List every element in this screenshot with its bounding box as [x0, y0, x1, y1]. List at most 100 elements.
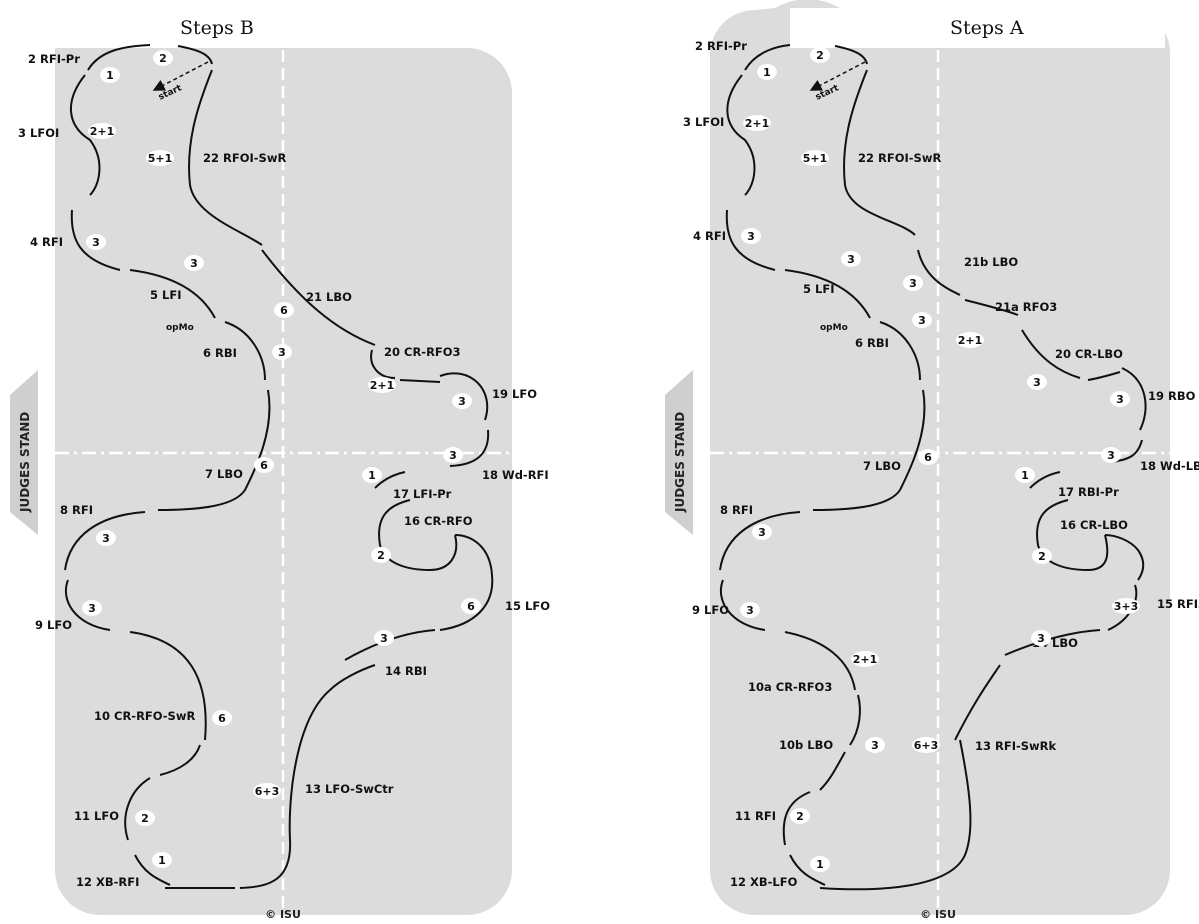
count-bubble: 6	[212, 710, 232, 726]
svg-text:5+1: 5+1	[148, 152, 173, 165]
judges-stand-tab-b	[10, 370, 38, 535]
svg-text:6: 6	[467, 600, 475, 613]
step-label: 9 LFO	[692, 603, 729, 617]
step-label: 18 Wd-RFI	[482, 468, 549, 482]
step-label: 5 LFI	[803, 282, 834, 296]
svg-text:3: 3	[918, 314, 926, 327]
count-bubble: 3	[1110, 391, 1130, 407]
svg-text:1: 1	[763, 66, 771, 79]
svg-text:6: 6	[218, 712, 226, 725]
svg-text:6: 6	[924, 451, 932, 464]
step-label: 7 LBO	[863, 459, 901, 473]
step-label: 17 RBI-Pr	[1058, 485, 1119, 499]
start-arrow-a	[809, 61, 866, 91]
count-bubble: 2	[790, 808, 810, 824]
svg-text:3: 3	[747, 230, 755, 243]
step-label: 10b LBO	[779, 738, 833, 752]
svg-text:2: 2	[377, 549, 385, 562]
step-labels-b: 2 RFI-Pr 3 LFOI 4 RFI 5 LFI opMo 6 RBI 7…	[18, 52, 550, 889]
svg-text:3: 3	[102, 532, 110, 545]
step-label: 2 RFI-Pr	[28, 52, 80, 66]
step-label: 11 LFO	[74, 809, 119, 823]
step-label: 20 CR-LBO	[1055, 347, 1123, 361]
count-bubble: 3	[1031, 630, 1051, 646]
count-bubble: 1	[152, 852, 172, 868]
count-bubble: 1	[362, 467, 382, 483]
count-bubble: 2+1	[88, 123, 116, 139]
step-label: 21a RFO3	[995, 300, 1057, 314]
step-label: 21 LBO	[306, 290, 352, 304]
step-label: 9 LFO	[35, 618, 72, 632]
step-label: 22 RFOI-SwR	[858, 151, 941, 165]
step-label: 20 CR-RFO3	[384, 345, 461, 359]
svg-text:6+3: 6+3	[255, 785, 280, 798]
step-label: 12 XB-LFO	[730, 875, 798, 889]
count-bubble: 6	[918, 449, 938, 465]
svg-text:3: 3	[278, 346, 286, 359]
svg-text:3: 3	[847, 253, 855, 266]
count-bubble: 3	[741, 228, 761, 244]
count-bubble: 3+3	[1112, 598, 1140, 614]
count-bubble: 2	[135, 810, 155, 826]
step-label: 13 RFI-SwRk	[975, 739, 1057, 753]
step-label: opMo	[166, 323, 194, 333]
count-bubble: 2+1	[956, 332, 984, 348]
judges-stand-a: JUDGES STAND	[673, 412, 687, 513]
rink-b	[55, 12, 512, 915]
step-label: 10 CR-RFO-SwR	[94, 709, 195, 723]
count-bubble: 6	[274, 302, 294, 318]
trace-b	[64, 44, 494, 889]
step-label: 7 LBO	[205, 467, 243, 481]
svg-text:6: 6	[260, 459, 268, 472]
count-bubble: 3	[86, 234, 106, 250]
count-bubble: 3	[82, 600, 102, 616]
count-bubble: 1	[757, 64, 777, 80]
count-bubble: 3	[1027, 374, 1047, 390]
count-bubble: 3	[443, 447, 463, 463]
panel-steps-a: Steps A JUDGES STAND	[665, 0, 1199, 921]
count-bubble: 5+1	[801, 150, 829, 166]
step-label: 11 RFI	[735, 809, 776, 823]
count-bubble: 6	[461, 598, 481, 614]
step-labels-a: 2 RFI-Pr 3 LFOI 4 RFI 5 LFI opMo 6 RBI 7…	[683, 39, 1199, 889]
svg-text:3: 3	[1107, 449, 1115, 462]
svg-text:2: 2	[796, 810, 804, 823]
step-label: 18 Wd-LBI	[1140, 459, 1199, 473]
step-label: 5 LFI	[150, 288, 181, 302]
trace-a	[719, 44, 1147, 891]
step-label: 13 LFO-SwCtr	[305, 782, 394, 796]
svg-text:3: 3	[1116, 393, 1124, 406]
count-bubble: 3	[912, 312, 932, 328]
count-bubble: 3	[96, 530, 116, 546]
step-label: 15 RFI3	[1157, 597, 1199, 611]
step-label: 8 RFI	[60, 503, 93, 517]
step-label: 15 LFO	[505, 599, 550, 613]
svg-text:6: 6	[280, 304, 288, 317]
step-label: 2 RFI-Pr	[695, 39, 747, 53]
svg-text:3: 3	[449, 449, 457, 462]
count-bubble: 1	[810, 856, 830, 872]
step-label: 3 LFOI	[18, 126, 59, 140]
svg-text:1: 1	[1021, 469, 1029, 482]
step-label: 10a CR-RFO3	[748, 680, 832, 694]
svg-text:3: 3	[871, 739, 879, 752]
count-bubble: 3	[184, 255, 204, 271]
step-label: 22 RFOI-SwR	[203, 151, 286, 165]
svg-text:3: 3	[1033, 376, 1041, 389]
title-b: Steps B	[180, 17, 254, 39]
count-bubble: 2	[1032, 548, 1052, 564]
title-a: Steps A	[950, 17, 1024, 39]
svg-text:2+1: 2+1	[370, 379, 395, 392]
svg-text:3: 3	[380, 632, 388, 645]
count-bubble: 3	[903, 275, 923, 291]
svg-text:2: 2	[816, 49, 824, 62]
svg-text:3: 3	[909, 277, 917, 290]
svg-text:1: 1	[368, 469, 376, 482]
step-label: 21b LBO	[964, 255, 1018, 269]
rink-a	[710, 0, 1170, 915]
count-bubbles-a: 1 2 2+1 5+1 3 3 3 3 6 3 3 2+1 3 2 1 6+3 …	[740, 47, 1140, 872]
step-label: 4 RFI	[693, 229, 726, 243]
svg-text:2+1: 2+1	[853, 653, 878, 666]
title-box-b	[20, 10, 425, 48]
count-bubble: 3	[272, 344, 292, 360]
